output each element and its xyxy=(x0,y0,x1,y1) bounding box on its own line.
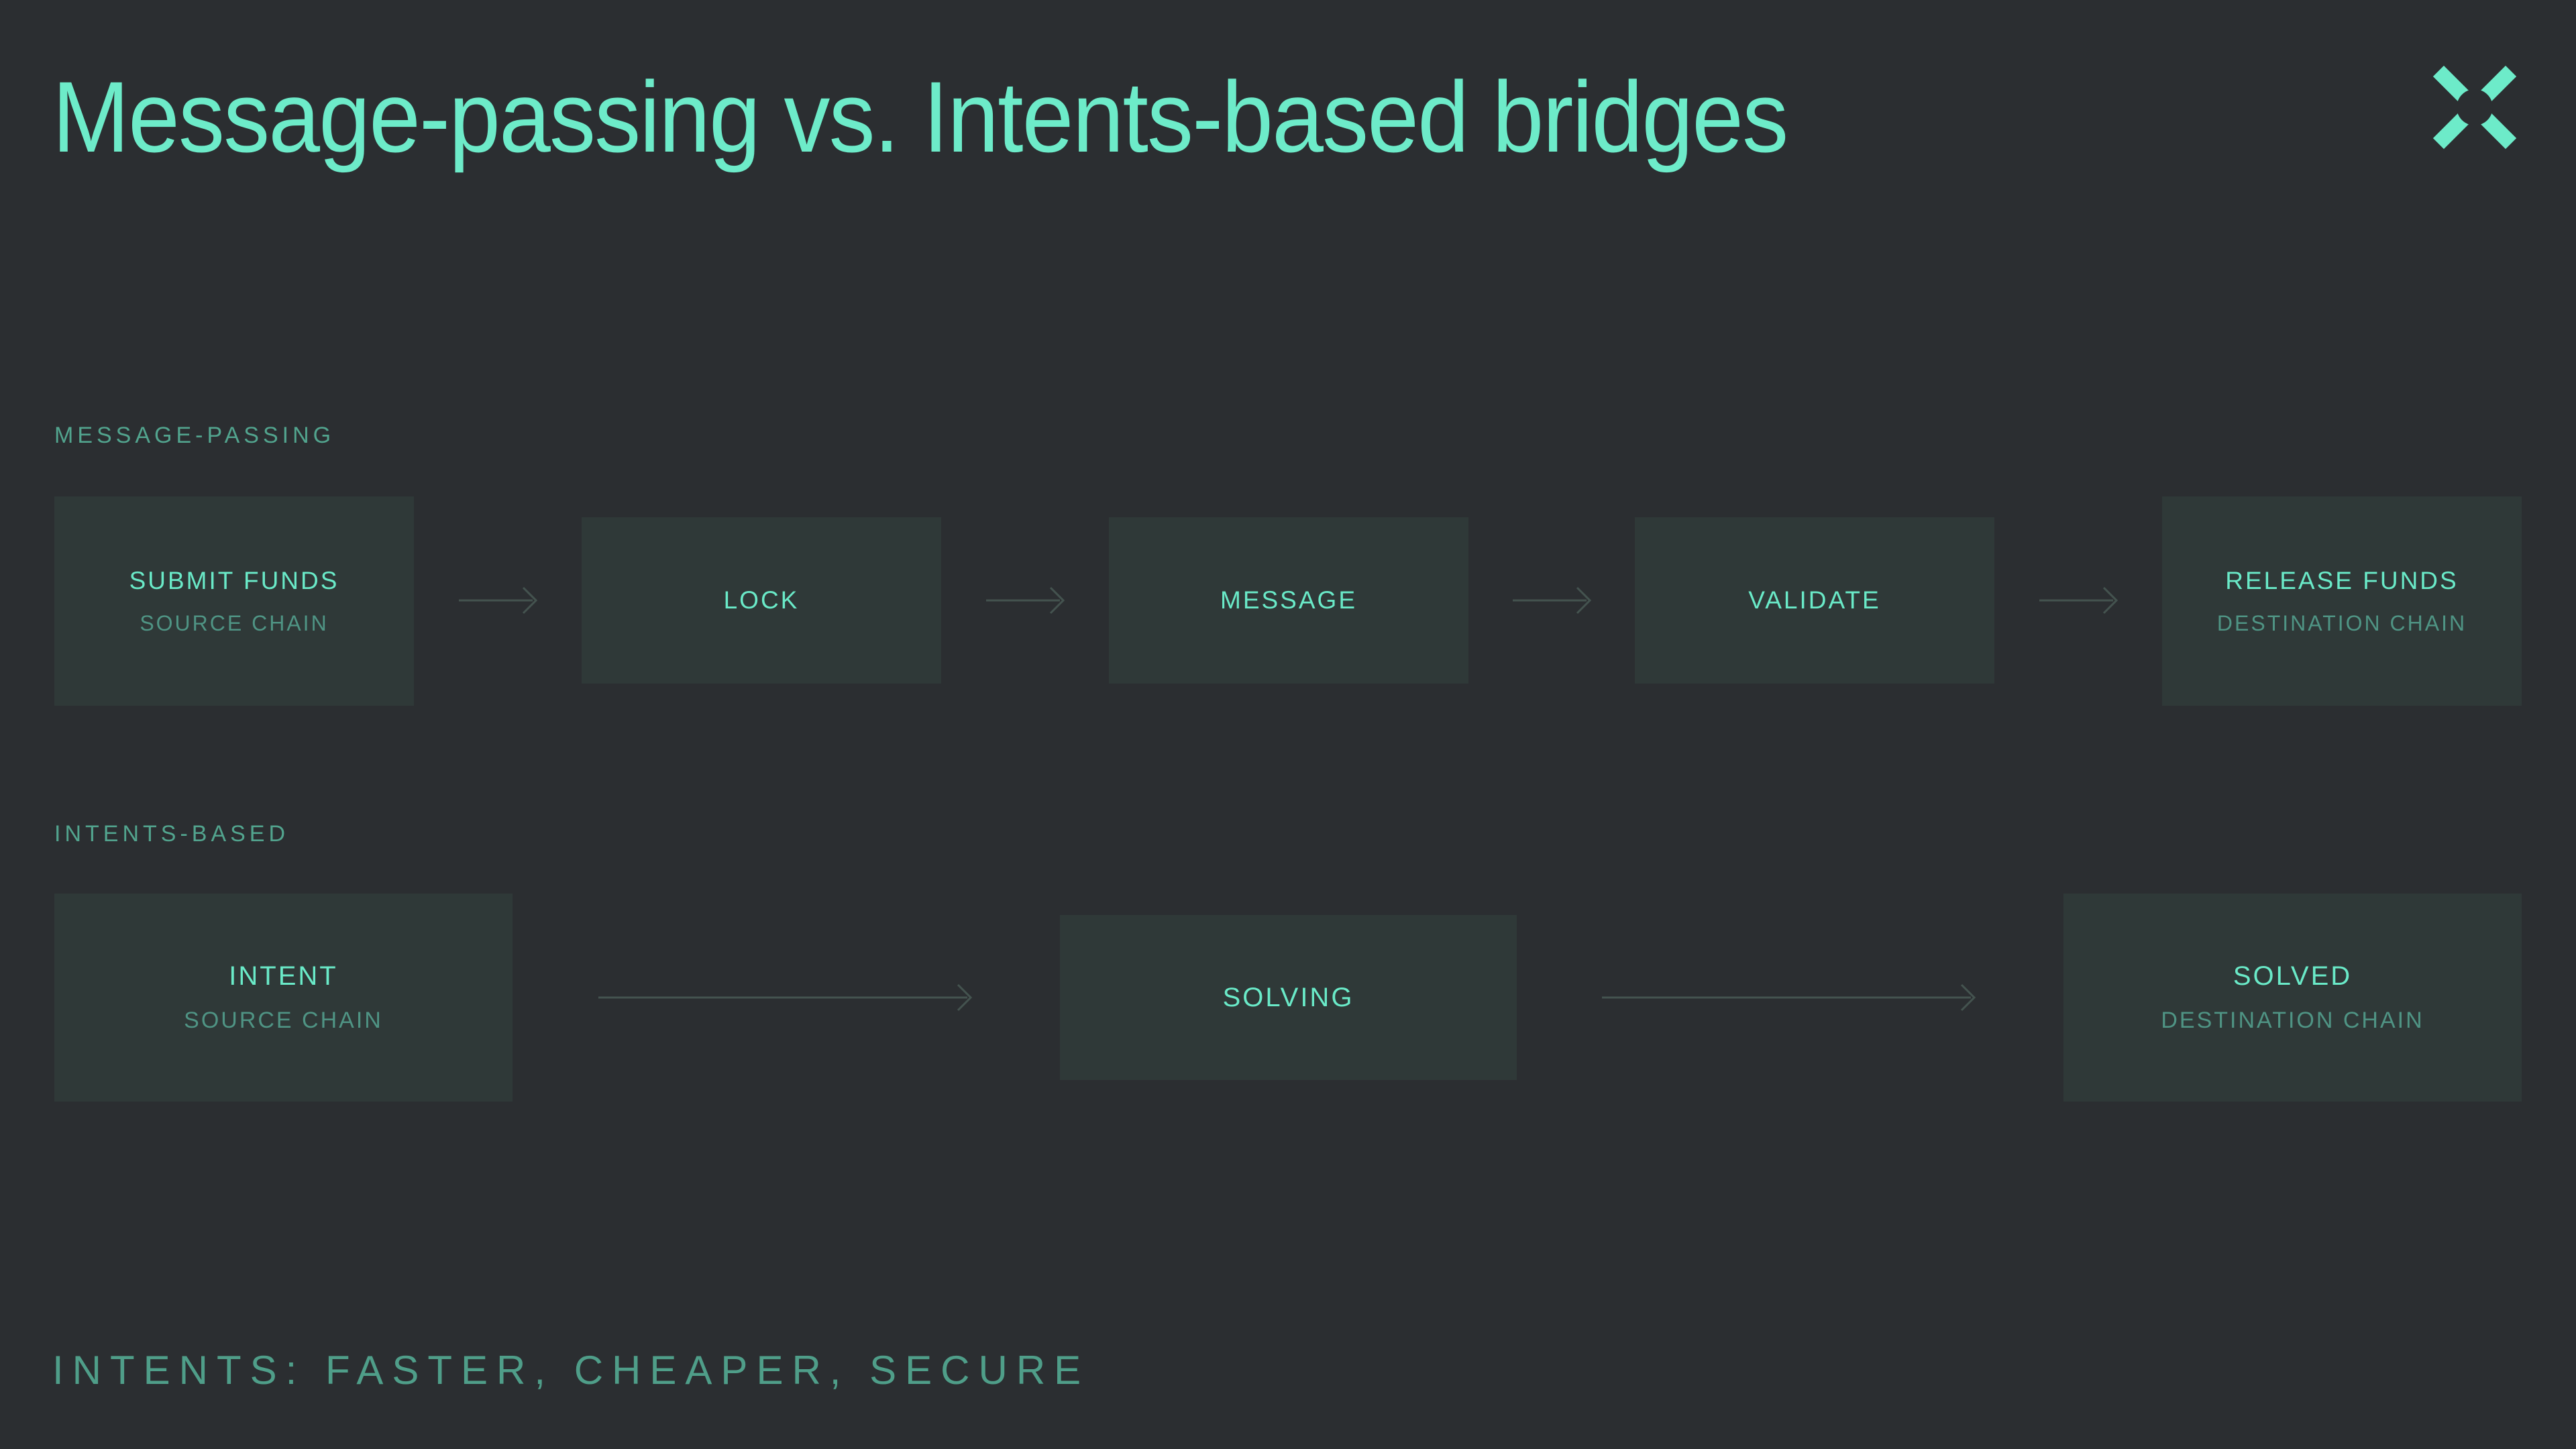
flow-box-lock: LOCK xyxy=(582,517,941,684)
flow-box-submit-funds: SUBMIT FUNDS SOURCE CHAIN xyxy=(54,496,414,706)
flow-box-solved: SOLVED DESTINATION CHAIN xyxy=(2063,894,2522,1102)
flow-arrow-right-icon xyxy=(2038,580,2125,621)
box-subtitle: SOURCE CHAIN xyxy=(184,1008,383,1033)
flow-box-intent: INTENT SOURCE CHAIN xyxy=(54,894,513,1102)
box-subtitle: DESTINATION CHAIN xyxy=(2216,610,2467,635)
flow-box-validate: VALIDATE xyxy=(1635,517,1994,684)
flow-arrow-right-icon xyxy=(1511,580,1599,621)
section-label-message-passing: MESSAGE-PASSING xyxy=(54,423,335,448)
flow-arrow-right-icon xyxy=(985,580,1072,621)
flow-arrow-right-icon xyxy=(597,977,979,1018)
page-title: Message-passing vs. Intents-based bridge… xyxy=(52,60,1788,173)
box-title: VALIDATE xyxy=(1748,586,1881,614)
box-title: SUBMIT FUNDS xyxy=(129,566,339,594)
box-title: MESSAGE xyxy=(1220,586,1357,614)
box-title: SOLVED xyxy=(2233,961,2353,991)
flow-arrow-right-icon xyxy=(458,580,545,621)
box-title: LOCK xyxy=(723,586,800,614)
flow-box-message: MESSAGE xyxy=(1109,517,1468,684)
box-title: RELEASE FUNDS xyxy=(2225,566,2459,594)
box-title: INTENT xyxy=(229,961,338,991)
flow-box-solving: SOLVING xyxy=(1060,915,1517,1080)
flow-arrow-right-icon xyxy=(1601,977,1983,1018)
box-subtitle: SOURCE CHAIN xyxy=(140,610,329,635)
x-mark-logo-icon xyxy=(2432,65,2517,150)
box-title: SOLVING xyxy=(1222,982,1354,1012)
flow-box-release-funds: RELEASE FUNDS DESTINATION CHAIN xyxy=(2162,496,2522,706)
section-label-intents-based: INTENTS-BASED xyxy=(54,821,290,847)
box-subtitle: DESTINATION CHAIN xyxy=(2161,1008,2424,1033)
footer-tagline: INTENTS: FASTER, CHEAPER, SECURE xyxy=(52,1348,1090,1393)
